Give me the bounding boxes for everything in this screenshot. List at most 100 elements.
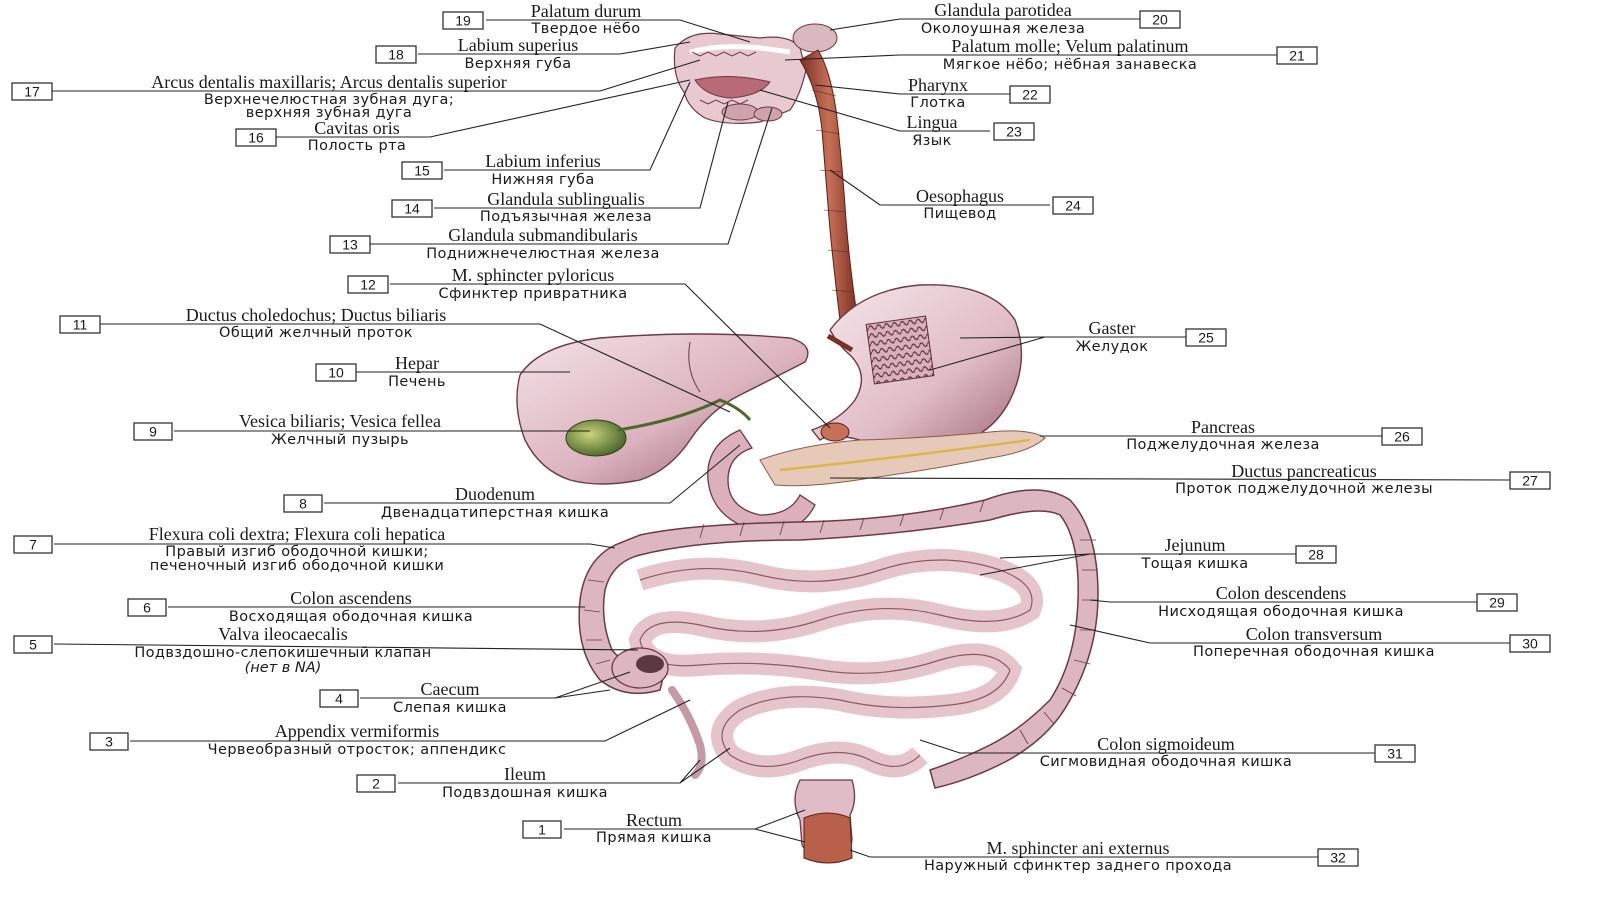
label-number-box — [1295, 545, 1337, 564]
gallbladder — [565, 419, 627, 457]
leader-14 — [434, 101, 729, 209]
label-number-box — [283, 494, 323, 513]
label-number: 7 — [29, 537, 37, 553]
label-latin: Ductus choledochus; Ductus biliaris — [186, 305, 446, 325]
label-number: 23 — [1006, 124, 1022, 140]
label-latin: Colon transversum — [1246, 624, 1383, 644]
label-russian: Поперечная ободочная кишка — [1193, 644, 1435, 660]
label-number-box — [356, 774, 396, 793]
label-latin: Labium inferius — [485, 151, 600, 171]
label-latin: Palatum molle; Velum palatinum — [951, 36, 1188, 56]
esophagus — [799, 49, 859, 323]
label-number-box — [1381, 427, 1423, 446]
label-number-box — [1009, 85, 1051, 104]
label-number-box — [59, 315, 101, 334]
label-russian: Околоушная железа — [921, 21, 1085, 37]
leader-30 — [1069, 624, 1510, 644]
label-latin: M. sphincter ani externus — [987, 838, 1170, 858]
label-number-box — [522, 820, 562, 839]
label-russian: Пищевод — [923, 206, 996, 222]
leader-lines — [52, 18, 1511, 858]
label-number: 22 — [1022, 87, 1038, 103]
label-latin: Colon sigmoideum — [1097, 734, 1235, 754]
label-number: 16 — [248, 130, 264, 146]
anatomy-illustration — [516, 23, 1099, 864]
label-number-box — [1185, 328, 1227, 347]
label-latin: Pancreas — [1191, 417, 1255, 437]
appendix — [668, 686, 706, 779]
leader-3 — [130, 699, 691, 742]
label-number-box — [993, 122, 1035, 141]
label-russian-line2: верхняя зубная дуга — [246, 105, 412, 121]
label-russian: Тощая кишка — [1140, 556, 1248, 572]
label-number-box — [1052, 196, 1094, 215]
label-number: 4 — [335, 691, 343, 707]
label-latin: Oesophagus — [916, 186, 1004, 206]
label-number: 13 — [342, 237, 358, 253]
small-intestine — [628, 549, 1043, 778]
label-latin: Glandula submandibularis — [448, 225, 637, 245]
label-russian: Верхнечелюстная зубная дуга; — [204, 92, 454, 108]
label-russian: Восходящая ободочная кишка — [229, 609, 473, 625]
label-number: 5 — [29, 637, 37, 653]
label-number-box — [319, 689, 359, 708]
label-russian: Поджелудочная железа — [1126, 437, 1320, 453]
label-number-box — [127, 598, 167, 617]
label-latin: Glandula parotidea — [934, 0, 1071, 20]
leader-13 — [370, 107, 773, 245]
label-number: 1 — [538, 822, 546, 838]
label-russian: Поднижнечелюстная железа — [426, 246, 660, 262]
label-russian: Сфинктер привратника — [438, 286, 627, 302]
label-number: 15 — [414, 163, 430, 179]
label-russian: Твердое нёбо — [531, 21, 641, 37]
label-russian-line2: печеночный изгиб ободочной кишки — [150, 558, 444, 574]
label-number: 8 — [299, 496, 307, 512]
label-number-box — [1276, 46, 1318, 65]
leader-4 — [360, 671, 631, 699]
label-russian: Слепая кишка — [393, 700, 507, 716]
label-number-box — [89, 732, 129, 751]
label-latin: Hepar — [395, 353, 439, 373]
label-russian: Проток поджелудочной железы — [1175, 481, 1433, 497]
label-number-box — [1317, 848, 1359, 867]
leader-12 — [390, 283, 831, 429]
label-number: 24 — [1065, 198, 1081, 214]
label-russian: Нисходящая ободочная кишка — [1158, 604, 1404, 620]
label-number-box — [375, 45, 417, 64]
label-number-box — [1476, 593, 1518, 612]
leader-22 — [814, 84, 1010, 95]
label-russian: Прямая кишка — [596, 830, 712, 846]
label-number: 18 — [388, 47, 404, 63]
label-latin: Flexura coli dextra; Flexura coli hepati… — [149, 524, 445, 544]
label-number: 21 — [1289, 48, 1305, 64]
pancreas — [759, 430, 1046, 487]
label-latin: Duodenum — [455, 484, 535, 504]
label-number: 14 — [404, 201, 420, 217]
label-russian: Глотка — [910, 95, 965, 111]
label-number: 28 — [1308, 547, 1324, 563]
label-number: 17 — [24, 84, 40, 100]
label-russian: Сигмовидная ободочная кишка — [1040, 754, 1292, 770]
label-number-box — [11, 82, 53, 101]
label-russian: Язык — [912, 133, 952, 149]
duodenum — [707, 429, 816, 533]
label-number-box — [1509, 471, 1551, 490]
label-number: 12 — [360, 277, 376, 293]
